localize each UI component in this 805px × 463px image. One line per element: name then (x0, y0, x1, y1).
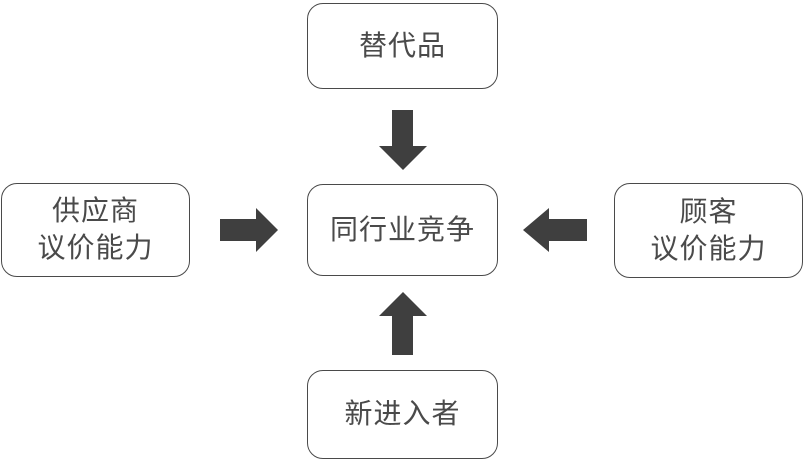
node-customer-bargaining-power: 顾客 议价能力 (614, 183, 803, 278)
node-new-entrants-label: 新进入者 (344, 398, 461, 430)
down-arrow-icon (379, 110, 427, 170)
left-arrow-icon (523, 208, 587, 252)
node-rivalry-label: 同行业竞争 (329, 213, 475, 245)
node-substitutes: 替代品 (307, 3, 498, 89)
up-arrow-icon (379, 292, 427, 355)
node-supplier-bargaining-power: 供应商 议价能力 (1, 183, 190, 277)
node-new-entrants: 新进入者 (307, 370, 498, 459)
node-customer-label: 顾客 议价能力 (650, 195, 767, 264)
node-industry-rivalry: 同行业竞争 (307, 184, 498, 276)
node-substitutes-label: 替代品 (358, 29, 446, 61)
node-supplier-label: 供应商 议价能力 (37, 195, 154, 263)
right-arrow-icon (220, 208, 278, 252)
